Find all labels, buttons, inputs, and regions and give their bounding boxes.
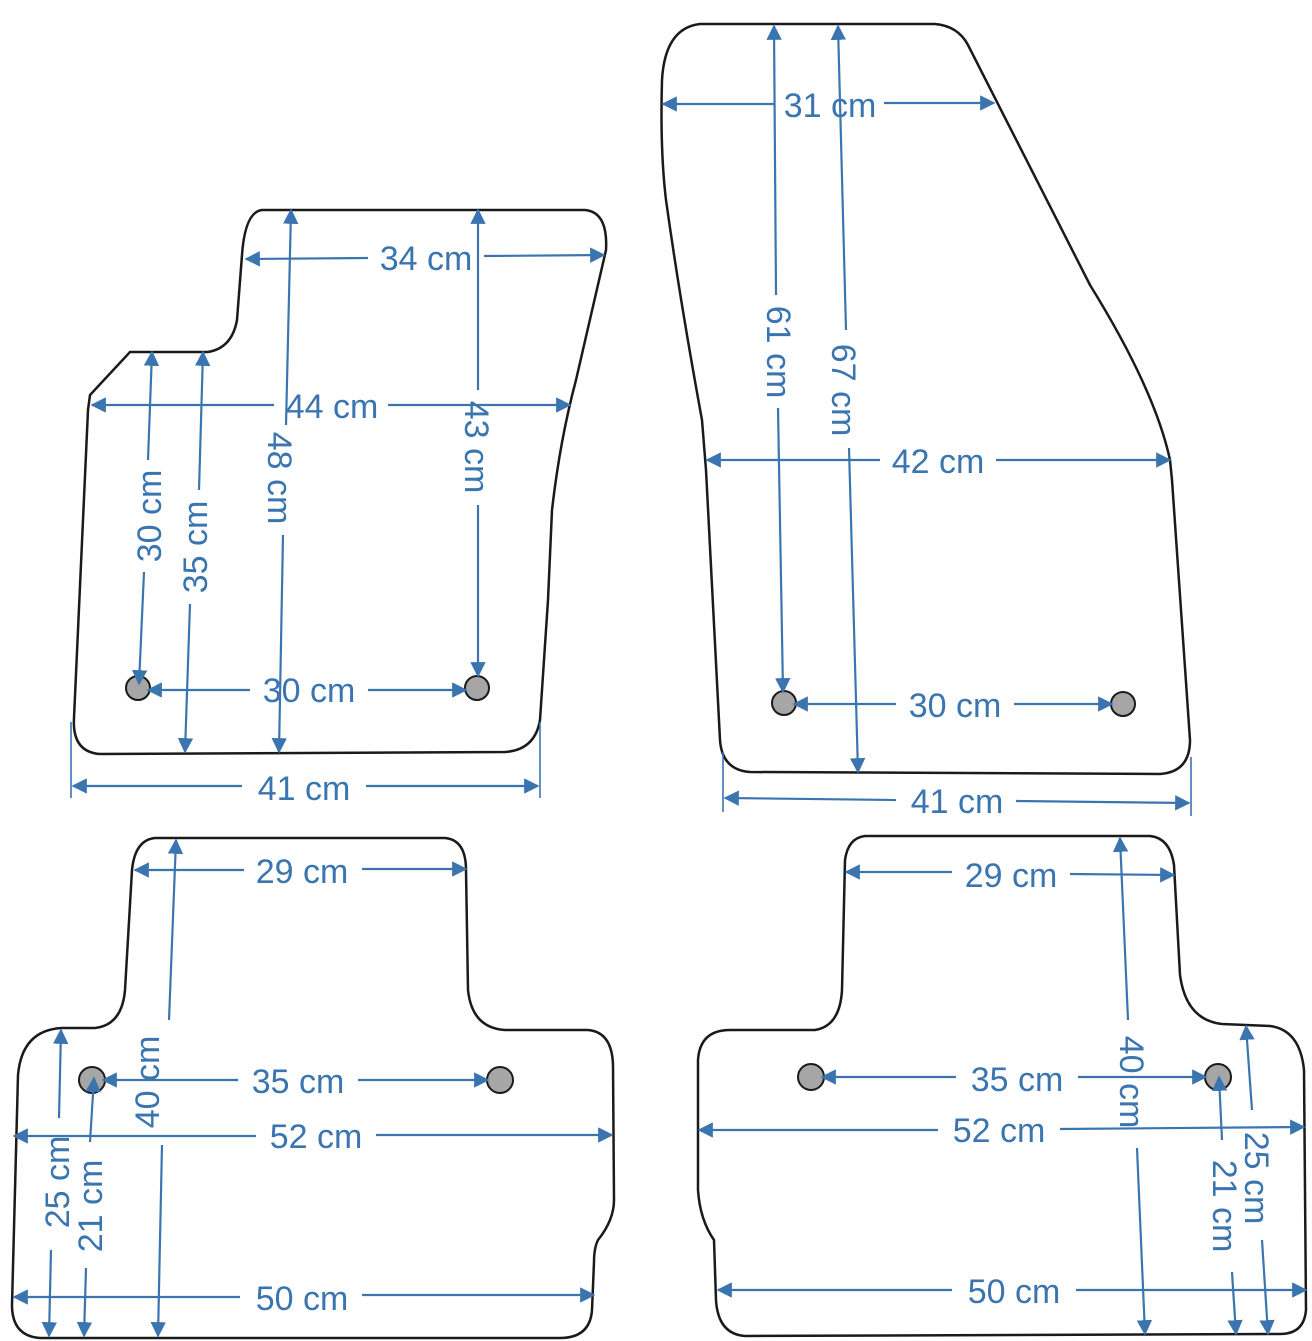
fixing-clip-icon: [78, 1066, 106, 1094]
front-right-top-width-label: 31 cm: [784, 87, 877, 125]
rear-left-side-height-label: 25 cm: [39, 1136, 77, 1229]
dimension-line: [1059, 1119, 1306, 1135]
dimension-line: [52, 1028, 69, 1119]
rear-left-mat-outline: [10, 836, 616, 1340]
fixing-clip-icon: [1204, 1063, 1232, 1091]
front-left-clip-height-label: 30 cm: [131, 470, 169, 563]
front-left-right-height-label: 43 cm: [457, 401, 495, 494]
dimension-line: [483, 247, 606, 263]
rear-right-mat: 29 cm 35 cm 52 cm 50 cm 40 cm 25 cm 21 c…: [696, 834, 1308, 1338]
dimension-line: [1135, 1147, 1153, 1336]
front-right-mid-width-label: 42 cm: [892, 443, 985, 481]
rear-left-clip-spacing-label: 35 cm: [252, 1063, 345, 1101]
front-left-mid-width-label: 44 cm: [286, 388, 379, 426]
dimension-line: [766, 24, 782, 296]
front-left-bottom-width-label: 41 cm: [258, 770, 351, 808]
rear-right-side-height-label: 25 cm: [1237, 1132, 1275, 1225]
dimension-line: [723, 790, 897, 806]
dimension-line: [41, 1249, 58, 1338]
dimension-line: [244, 251, 369, 267]
front-left-height-label: 35 cm: [177, 501, 215, 594]
dimension-line: [1239, 1024, 1255, 1111]
front-right-mat-outline: [660, 22, 1192, 776]
fixing-clip-icon: [771, 690, 797, 716]
dimension-line: [167, 838, 184, 1021]
front-right-mat: 31 cm 42 cm 30 cm 41 cm 61 cm 67 cm: [660, 22, 1192, 821]
front-left-top-width-label: 34 cm: [380, 240, 473, 278]
rear-right-top-width-label: 29 cm: [965, 857, 1058, 895]
dimension-line: [830, 24, 848, 331]
dimension-line: [1227, 1271, 1243, 1336]
fixing-clip-icon: [486, 1066, 514, 1094]
rear-left-clip-height-label: 21 cm: [72, 1160, 110, 1253]
rear-right-mid-width-label: 52 cm: [953, 1112, 1046, 1150]
rear-left-mid-width-label: 52 cm: [270, 1118, 363, 1156]
dimension-line: [1211, 1075, 1228, 1141]
dimension-line: [1112, 836, 1130, 1021]
dimension-line: [85, 1076, 101, 1143]
dimension-line: [271, 534, 287, 754]
dimension-line: [194, 350, 211, 491]
rear-right-bottom-width-label: 50 cm: [968, 1273, 1061, 1311]
fixing-clip-icon: [797, 1063, 825, 1091]
rear-right-clip-spacing-label: 35 cm: [971, 1061, 1064, 1099]
rear-right-mat-outline: [696, 834, 1308, 1338]
fixing-clip-icon: [125, 675, 151, 701]
rear-left-tunnel-height-label: 40 cm: [129, 1036, 167, 1129]
dimension-line: [1259, 1239, 1275, 1336]
front-right-clip-spacing-label: 30 cm: [909, 687, 1002, 725]
dimension-line: [76, 1267, 93, 1338]
rear-left-top-width-label: 29 cm: [256, 853, 349, 891]
fixing-clip-icon: [464, 675, 490, 701]
dimension-line: [1015, 795, 1191, 811]
dimension-line: [150, 1144, 166, 1338]
front-left-mat-outline: [72, 208, 608, 756]
front-left-mat: 34 cm 44 cm 30 cm 41 cm 30 cm 35 cm 48 c…: [70, 208, 608, 808]
dimension-line: [775, 407, 791, 694]
rear-right-clip-height-label: 21 cm: [1205, 1160, 1243, 1253]
dimension-line: [847, 447, 866, 774]
dimension-line: [131, 571, 148, 686]
dimension-line: [282, 208, 299, 426]
front-left-clip-spacing-label: 30 cm: [263, 672, 356, 710]
front-left-total-height-label: 48 cm: [260, 432, 298, 525]
rear-left-mat: 29 cm 35 cm 52 cm 50 cm 40 cm 25 cm 21 c…: [10, 836, 616, 1340]
rear-left-bottom-width-label: 50 cm: [256, 1280, 349, 1318]
front-right-bottom-width-label: 41 cm: [911, 783, 1004, 821]
fixing-clip-icon: [1110, 691, 1136, 717]
front-right-clip-height-label: 61 cm: [759, 306, 797, 399]
dimension-line: [143, 350, 160, 461]
front-right-total-height-label: 67 cm: [824, 344, 862, 437]
rear-right-tunnel-height-label: 40 cm: [1112, 1036, 1150, 1129]
dimension-line: [177, 603, 194, 754]
